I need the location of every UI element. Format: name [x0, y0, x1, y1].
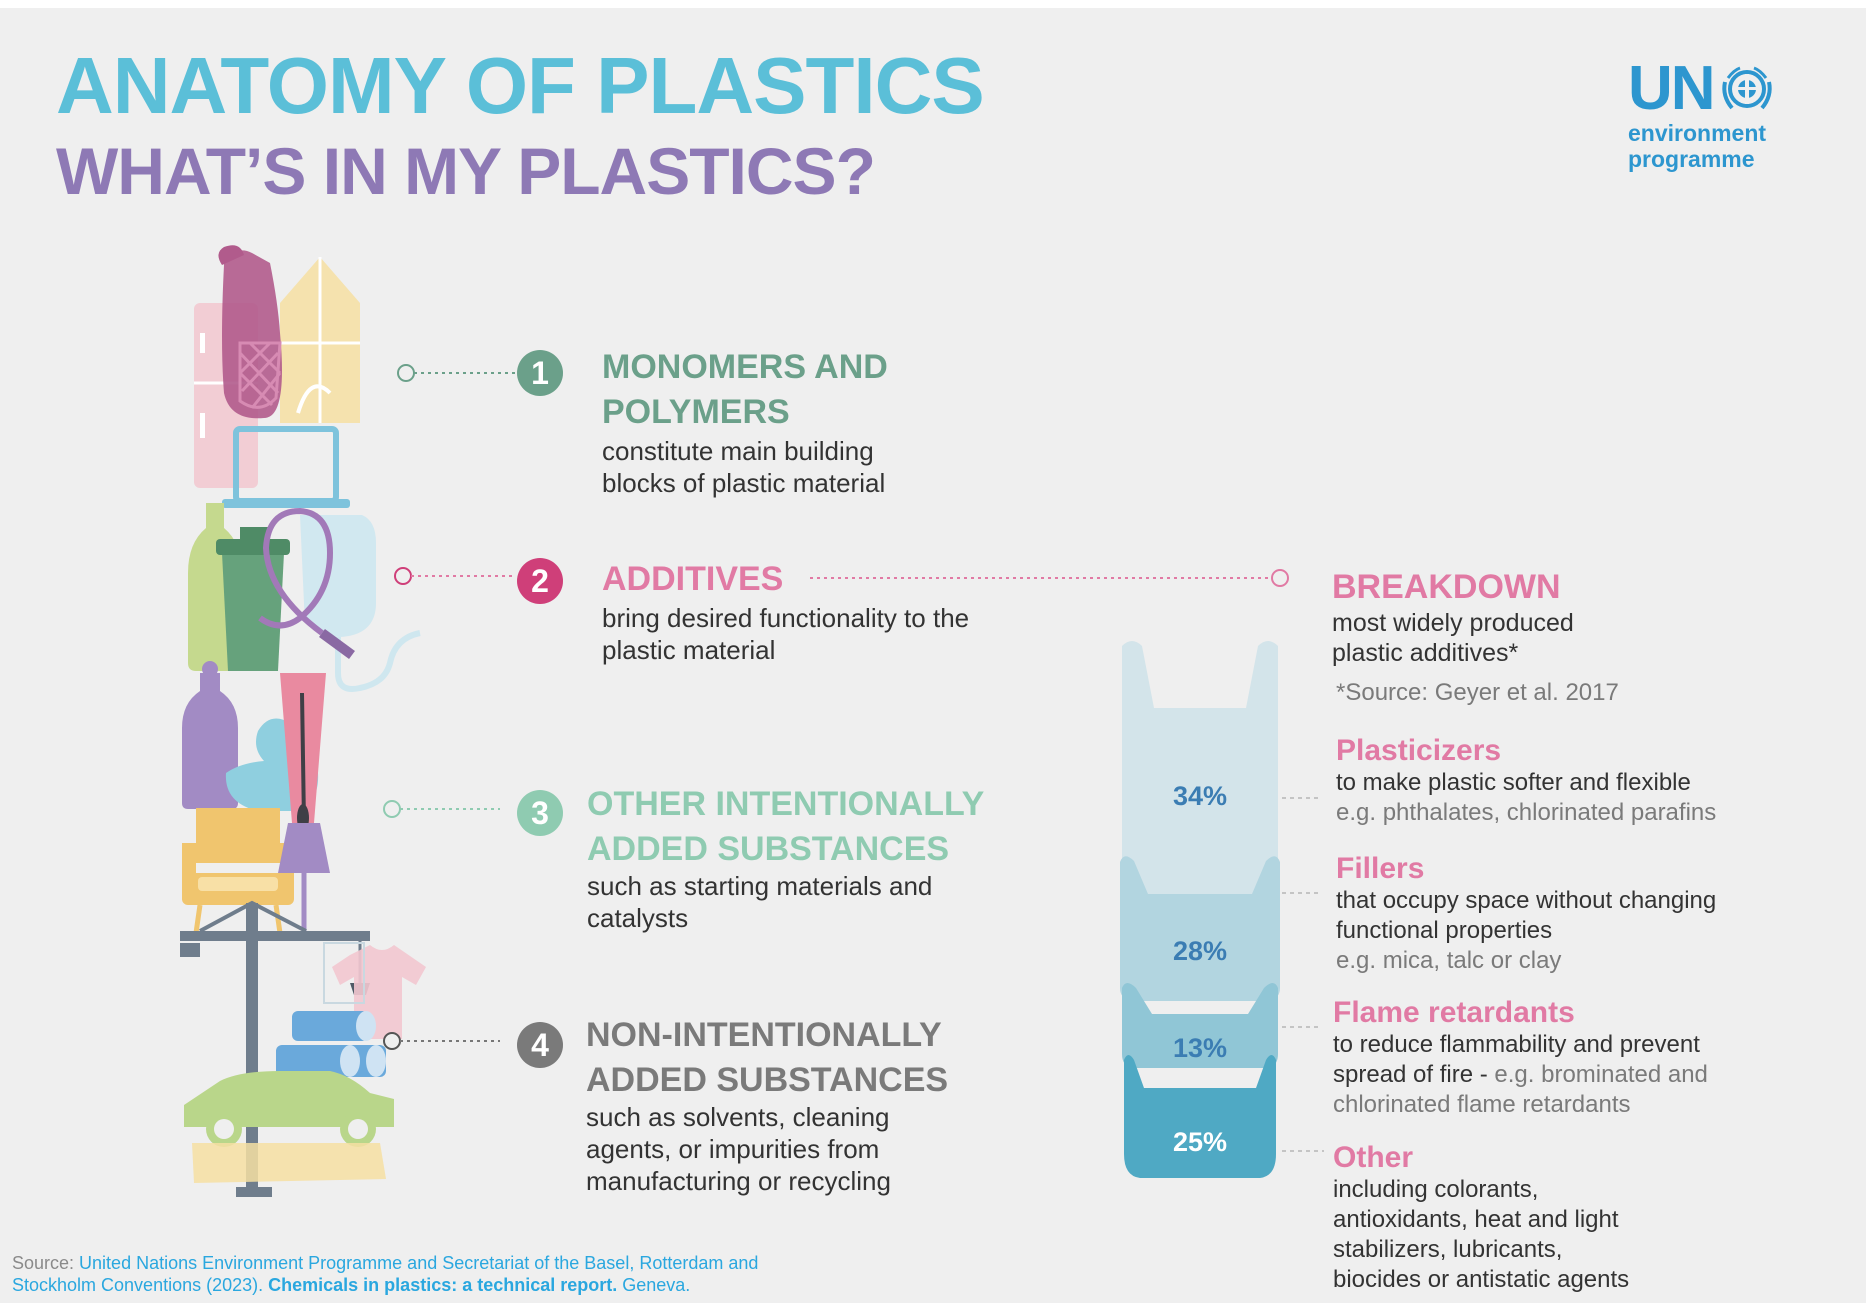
page-title: ANATOMY OF PLASTICS: [56, 41, 985, 130]
breakdown-desc-line1: most widely produced: [1332, 609, 1574, 637]
connector-2: [394, 567, 1289, 587]
step-2-title: ADDITIVES: [602, 560, 784, 598]
breakdown-leader-lines: [1274, 797, 1324, 1152]
percent-fillers: 28%: [1172, 936, 1228, 966]
pipes-icon: [276, 1011, 386, 1077]
car-icon: [184, 1071, 394, 1183]
logo-un-text: UN: [1628, 54, 1716, 123]
connector-4: [383, 1032, 500, 1050]
source-citation: Source: United Nations Environment Progr…: [12, 1252, 758, 1296]
infographic-canvas: ANATOMY OF PLASTICS WHAT’S IN MY PLASTIC…: [0, 8, 1866, 1303]
additive-plasticizers-line1: to make plastic softer and flexible: [1336, 769, 1691, 796]
breakdown-source: *Source: Geyer et al. 2017: [1336, 679, 1619, 706]
additive-plasticizers-line2: e.g. phthalates, chlorinated parafins: [1336, 799, 1717, 826]
additive-fillers-line2: functional properties: [1336, 917, 1553, 944]
laptop-icon: [222, 426, 350, 508]
step-2-desc-line1: bring desired functionality to the: [602, 603, 970, 633]
cup-fillers: [1120, 856, 1280, 1001]
breakdown-desc-line2: plastic additives*: [1332, 639, 1519, 667]
additive-other-title: Other: [1333, 1141, 1414, 1174]
connector-3: [383, 800, 500, 818]
net-bag-icon: [218, 245, 282, 419]
step-4-title-line1: NON-INTENTIONALLY: [586, 1016, 942, 1054]
additive-flame-retardants-line2: spread of fire - e.g. brominated and: [1333, 1060, 1708, 1090]
logo-line-programme: programme: [1628, 146, 1755, 172]
step-1-desc-line2: blocks of plastic material: [602, 468, 886, 498]
step-3-title-line2: ADDED SUBSTANCES: [587, 830, 950, 868]
additive-plasticizers-title: Plasticizers: [1336, 734, 1502, 767]
additive-other-line4: biocides or antistatic agents: [1333, 1266, 1630, 1293]
additive-flame-retardants-line2-a: spread of fire -: [1333, 1061, 1495, 1088]
percent-plasticizers: 34%: [1172, 781, 1228, 811]
source-org-line1[interactable]: United Nations Environment Programme and…: [79, 1253, 759, 1273]
cup-icon: [216, 527, 290, 671]
step-1-badge: 1: [517, 350, 563, 396]
un-emblem-icon: [1721, 66, 1772, 110]
percent-other: 25%: [1172, 1127, 1228, 1157]
connector-lines: [383, 364, 1324, 1152]
cup-other: [1124, 1055, 1276, 1178]
source-org-line2[interactable]: Stockholm Conventions (2023).: [12, 1275, 269, 1295]
step-4-badge: 4: [517, 1022, 563, 1068]
window-icon: [280, 257, 360, 423]
additive-flame-retardants-line3: chlorinated flame retardants: [1333, 1091, 1631, 1118]
additive-fillers-line3: e.g. mica, talc or clay: [1336, 947, 1562, 974]
additive-other-line2: antioxidants, heat and light: [1333, 1206, 1619, 1233]
step-4-desc-line1: such as solvents, cleaning: [586, 1102, 890, 1132]
additive-other-line1: including colorants,: [1333, 1176, 1539, 1203]
additives-stacked-cups: [1120, 641, 1280, 1178]
step-4-desc-line3: manufacturing or recycling: [586, 1166, 891, 1196]
additive-flame-retardants-line2-b: e.g. brominated and: [1494, 1061, 1708, 1088]
step-4-title-line2: ADDED SUBSTANCES: [586, 1061, 949, 1099]
plastic-products-illustration: [180, 245, 426, 1197]
percent-flame-retardants: 13%: [1172, 1033, 1228, 1063]
cup-flame-retardants: [1122, 983, 1278, 1068]
step-3-title-line1: OTHER INTENTIONALLY: [587, 785, 985, 823]
additive-fillers-line1: that occupy space without changing: [1336, 887, 1717, 914]
step-1-desc-line1: constitute main building: [602, 436, 874, 466]
additive-flame-retardants-title: Flame retardants: [1333, 996, 1575, 1029]
baby-bottle-icon: [182, 661, 238, 809]
step-4-desc-line2: agents, or impurities from: [586, 1134, 880, 1164]
source-label: Source:: [12, 1253, 80, 1273]
step-1-title-line1: MONOMERS AND: [602, 348, 888, 386]
hose-icon: [258, 507, 355, 660]
connector-1: [397, 364, 516, 382]
chair-icon: [182, 808, 294, 934]
page-subtitle: WHAT’S IN MY PLASTICS?: [56, 134, 876, 208]
logo-line-environment: environment: [1628, 120, 1767, 146]
additive-other-line3: stabilizers, lubricants,: [1333, 1236, 1563, 1263]
step-2-badge: 2: [517, 558, 563, 604]
additive-fillers-title: Fillers: [1336, 852, 1425, 885]
breakdown-title: BREAKDOWN: [1332, 568, 1561, 606]
source-report-title[interactable]: Chemicals in plastics: a technical repor…: [268, 1275, 618, 1295]
step-1-title-line2: POLYMERS: [602, 393, 790, 431]
step-3-badge: 3: [517, 790, 563, 836]
step-2-desc-line2: plastic material: [602, 635, 776, 665]
step-3-desc-line2: catalysts: [587, 903, 689, 933]
cup-plasticizers: [1122, 641, 1278, 941]
additive-flame-retardants-line1: to reduce flammability and prevent: [1333, 1031, 1700, 1058]
un-environment-logo: UN environment programme: [1628, 58, 1798, 188]
iv-bag-icon: [300, 515, 421, 692]
step-3-desc-line1: such as starting materials and: [587, 871, 933, 901]
source-place: Geneva.: [617, 1275, 691, 1295]
